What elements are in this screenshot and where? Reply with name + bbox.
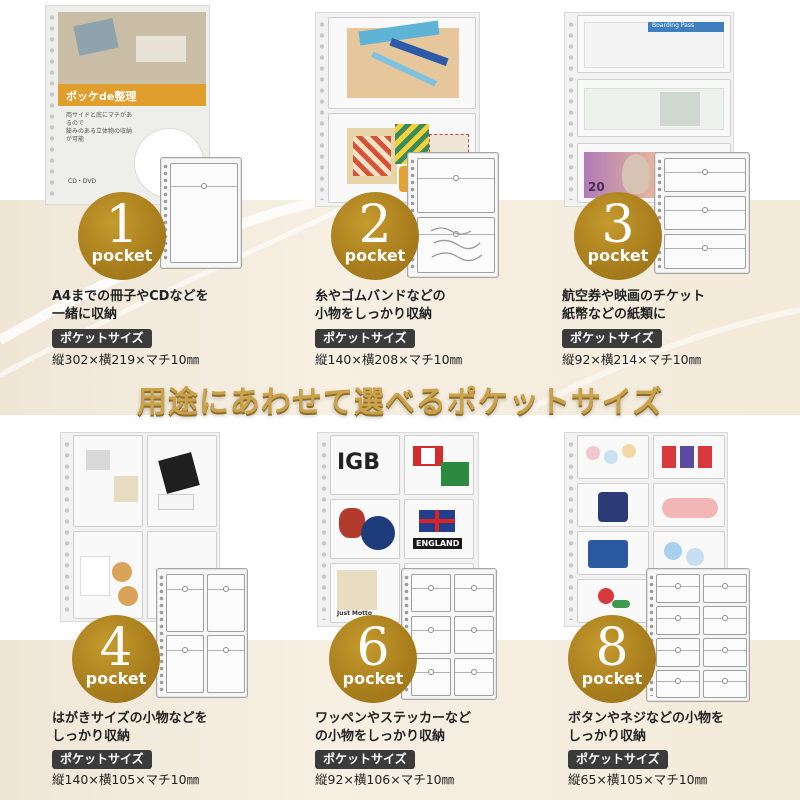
- pocket-dimensions: 縦92×横214×マチ10㎜: [562, 352, 702, 367]
- pocket-description: 糸やゴムバンドなどの 小物をしっかり収納: [315, 289, 446, 322]
- pocket-size-label: ポケットサイズ: [52, 750, 152, 769]
- cell-pocket-4: 4 pocket はがきサイズの小物などを しっかり収納 ポケットサイズ 縦14…: [0, 420, 266, 800]
- pocket-count: 4: [99, 618, 133, 678]
- pocket-count-badge-1: 1 pocket: [78, 192, 166, 280]
- patch-gb-text: IGB: [337, 450, 381, 475]
- pocket-dimensions: 縦140×横208×マチ10㎜: [315, 352, 463, 367]
- patch-england-text: ENGLAND: [413, 538, 463, 549]
- pocket-word: pocket: [342, 669, 404, 688]
- pocket-dimensions: 縦302×横219×マチ10㎜: [52, 352, 200, 367]
- pocket-size-label: ポケットサイズ: [568, 750, 668, 769]
- photo-banknote-value: 20: [588, 180, 605, 194]
- pocket-word: pocket: [344, 246, 406, 265]
- pocket-sheet-4: [156, 568, 248, 698]
- pocket-description: ワッペンやステッカーなど の小物をしっかり収納: [315, 711, 472, 744]
- pocket-count: 1: [105, 195, 139, 255]
- photo-cd-tag: CD・DVD: [68, 178, 97, 185]
- pocket-description: A4までの冊子やCDなどを 一緒に収納: [52, 289, 209, 322]
- pocket-size-label: ポケットサイズ: [562, 329, 662, 348]
- pocket-dimensions: 縦65×横105×マチ10㎜: [568, 772, 708, 787]
- pocket-count-badge-3: 3 pocket: [574, 192, 662, 280]
- pocket-count: 8: [595, 618, 629, 678]
- pocket-size-label: ポケットサイズ: [315, 329, 415, 348]
- pocket-description: 航空券や映画のチケット 紙幣などの紙類に: [562, 289, 706, 322]
- cell-pocket-6: IGB ENGLAND Just Motto 6: [267, 420, 533, 800]
- cell-pocket-3: Boarding Pass 20 3 pocket 航空券や映画のチケット 紙幣…: [534, 0, 800, 400]
- pocket-count: 2: [358, 195, 392, 255]
- pocket-dimensions: 縦92×横106×マチ10㎜: [315, 772, 455, 787]
- pocket-sheet-1: [160, 157, 242, 269]
- photo-title: ポッケde整理: [66, 90, 137, 103]
- pocket-word: pocket: [587, 246, 649, 265]
- pocket-count: 6: [356, 618, 390, 678]
- pocket-count-badge-6: 6 pocket: [329, 615, 417, 703]
- pocket-word: pocket: [85, 669, 147, 688]
- pocket-count-badge-4: 4 pocket: [72, 615, 160, 703]
- pocket-size-label: ポケットサイズ: [52, 329, 152, 348]
- pocket-description: ボタンやネジなどの小物を しっかり収納: [568, 711, 725, 744]
- photo-ticket-title: Boarding Pass: [652, 22, 695, 29]
- pocket-sheet-6: [401, 568, 497, 700]
- pocket-sheet-2: [407, 152, 499, 278]
- pocket-word: pocket: [581, 669, 643, 688]
- pocket-count: 3: [601, 195, 635, 255]
- pocket-word: pocket: [91, 246, 153, 265]
- page-headline: 用途にあわせて選べるポケットサイズ: [136, 385, 664, 420]
- photo-caption: 両サイドと底にマチがあるので 膨みのある立体物の収納が可能: [66, 112, 133, 143]
- photo-a4-booklet: ポッケde整理 両サイドと底にマチがあるので 膨みのある立体物の収納が可能 CD…: [45, 5, 210, 205]
- cell-pocket-2: 2 pocket 糸やゴムバンドなどの 小物をしっかり収納 ポケットサイズ 縦1…: [267, 0, 533, 400]
- pocket-sheet-8: [646, 568, 750, 702]
- cell-pocket-1: ポッケde整理 両サイドと底にマチがあるので 膨みのある立体物の収納が可能 CD…: [0, 0, 266, 400]
- pocket-size-label: ポケットサイズ: [315, 750, 415, 769]
- pocket-count-badge-8: 8 pocket: [568, 615, 656, 703]
- patch-motto-text: Just Motto: [337, 610, 372, 617]
- pocket-description: はがきサイズの小物などを しっかり収納: [52, 711, 208, 744]
- pocket-dimensions: 縦140×横105×マチ10㎜: [52, 772, 200, 787]
- pocket-sheet-3: [654, 152, 750, 274]
- cell-pocket-8: 8 pocket ボタンやネジなどの小物を しっかり収納 ポケットサイズ 縦65…: [534, 420, 800, 800]
- pocket-count-badge-2: 2 pocket: [331, 192, 419, 280]
